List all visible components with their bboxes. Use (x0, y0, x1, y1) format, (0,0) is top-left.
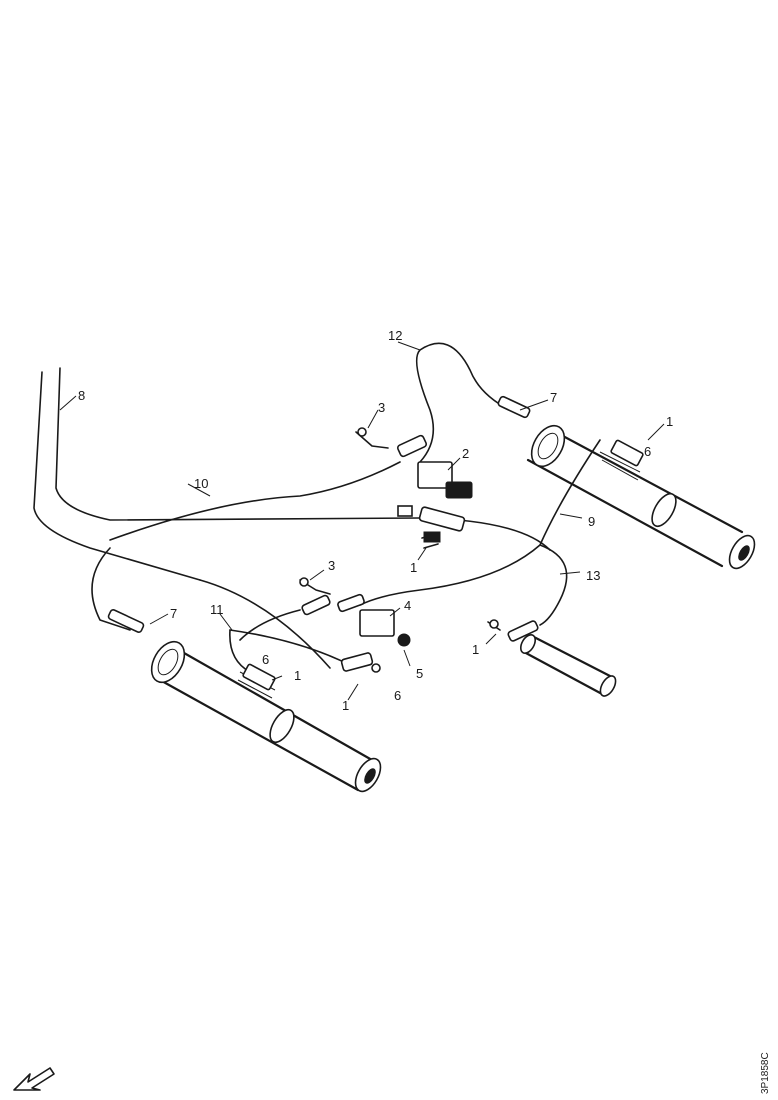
callout-1-lower: 1 (342, 698, 349, 713)
callout-7-lower: 7 (170, 606, 177, 621)
leader-lines (59, 341, 665, 701)
callout-10: 10 (194, 476, 208, 491)
drawing-reference-number: 3P1858C (760, 1052, 771, 1094)
callout-13: 13 (586, 568, 600, 583)
callout-3-lower: 3 (328, 558, 335, 573)
right-handlebar-grip (526, 424, 756, 570)
left-handlebar-grip (150, 640, 382, 793)
callout-6-lower: 6 (394, 688, 401, 703)
callout-8: 8 (78, 388, 85, 403)
callout-6-left: 6 (262, 652, 269, 667)
callout-9: 9 (588, 514, 595, 529)
callout-6-upper-right: 6 (644, 444, 651, 459)
callout-4: 4 (404, 598, 411, 613)
callout-1-right-grip: 1 (472, 642, 479, 657)
callout-11: 11 (210, 602, 224, 617)
callout-1-center: 1 (410, 560, 417, 575)
throttle-grip (519, 634, 617, 697)
callout-labels: 12 7 1 6 8 3 2 10 9 1 13 3 4 7 11 1 6 1 … (78, 328, 673, 713)
callout-3-upper: 3 (378, 400, 385, 415)
callout-1-left: 1 (294, 668, 301, 683)
callout-2: 2 (462, 446, 469, 461)
callout-1-upper-right: 1 (666, 414, 673, 429)
connector-parts (107, 395, 644, 691)
callout-12: 12 (388, 328, 402, 343)
callout-7-upper: 7 (550, 390, 557, 405)
callout-5: 5 (416, 666, 423, 681)
direction-arrow-icon (13, 1067, 55, 1091)
